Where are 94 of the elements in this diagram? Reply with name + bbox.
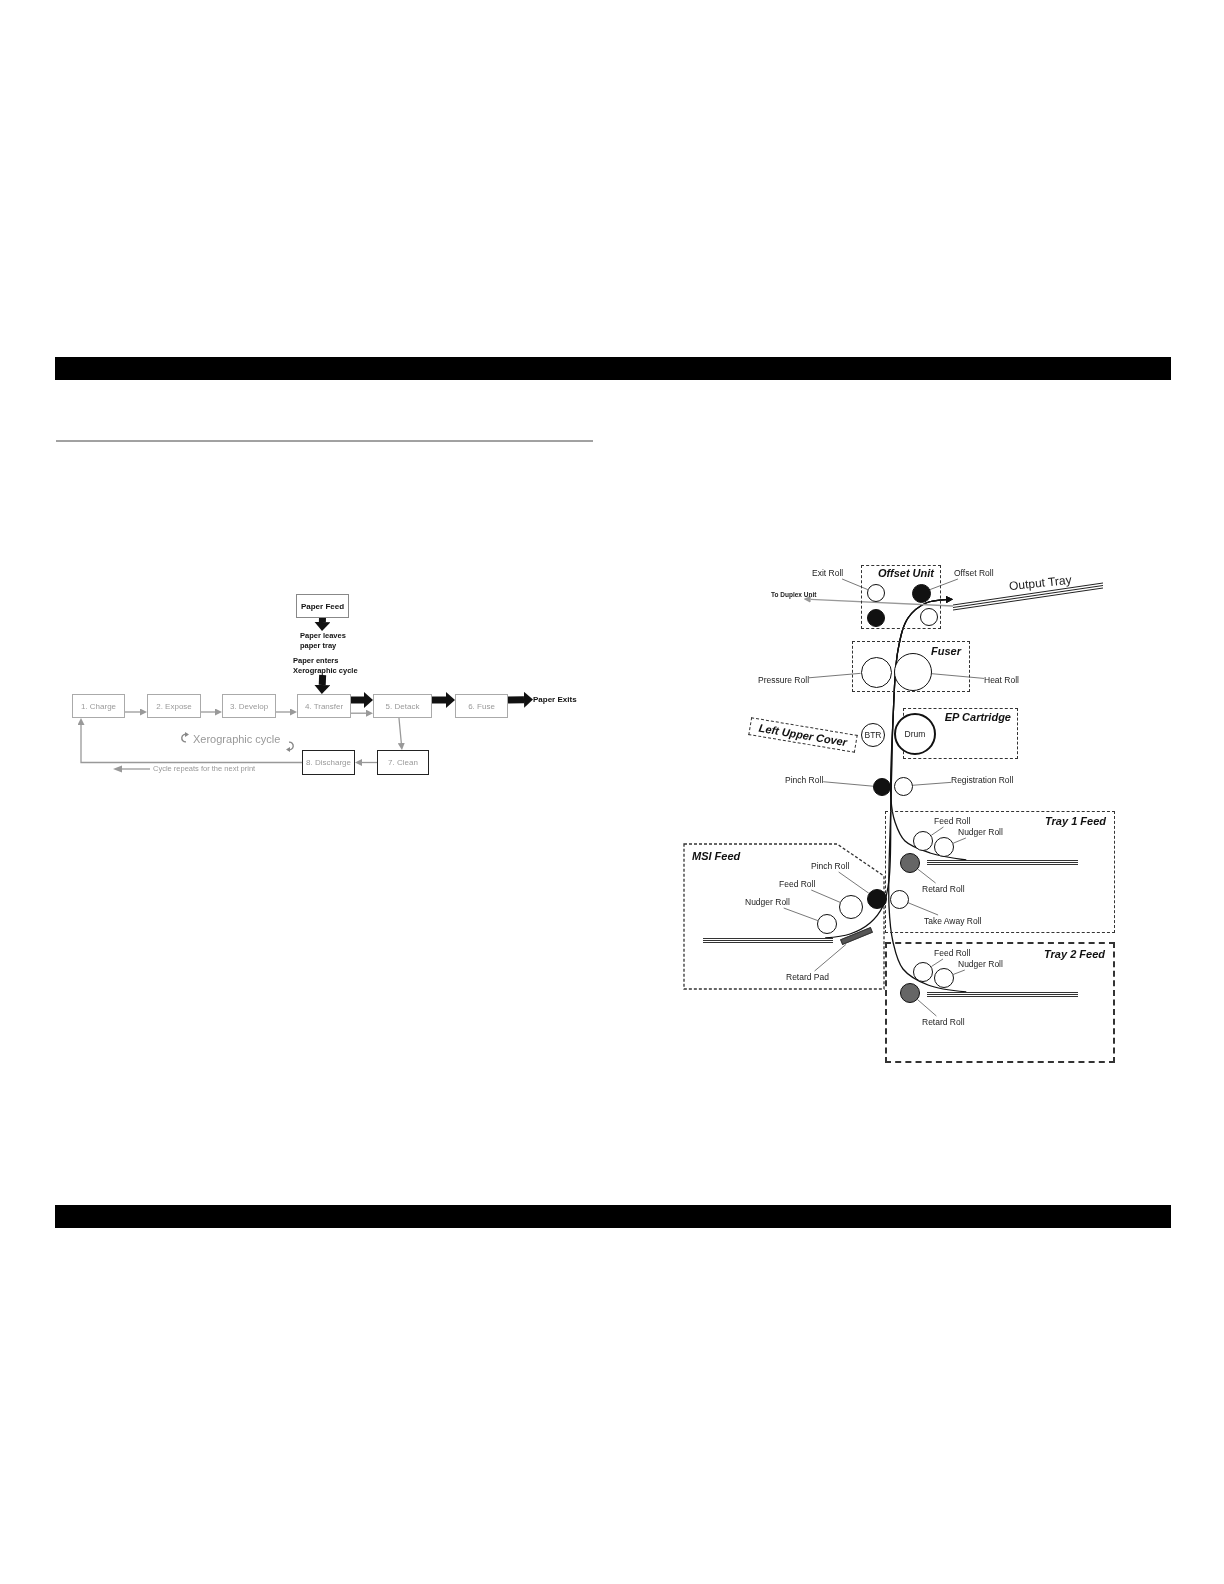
roller — [889, 889, 909, 909]
roller — [913, 962, 933, 982]
unit-outline — [683, 843, 885, 990]
part-label: Pinch Roll — [811, 860, 850, 872]
leader-line — [841, 578, 869, 590]
roller — [893, 776, 913, 796]
part-label: Pinch Roll — [785, 774, 824, 786]
unit-outline — [885, 942, 1115, 1063]
leader-line — [931, 673, 985, 679]
arrow — [200, 708, 222, 716]
roller — [867, 889, 887, 909]
cycle-title: Xerographic cycle — [193, 732, 281, 747]
part-label: Registration Roll — [951, 774, 1014, 786]
roller — [920, 608, 938, 626]
roller — [934, 968, 954, 988]
leader-line — [810, 889, 841, 903]
arrow — [275, 708, 297, 716]
block-arrow — [314, 674, 331, 694]
node-box — [927, 992, 1078, 997]
node-box — [927, 860, 1078, 865]
roller — [817, 914, 837, 934]
unit-title: Tray 1 Feed — [1045, 815, 1106, 827]
unit-title: Fuser — [931, 645, 961, 657]
part-label: Nudger Roll — [745, 896, 790, 908]
leader-line — [917, 999, 937, 1017]
unit-outline — [861, 565, 941, 629]
process-box: Paper Feed — [296, 594, 349, 618]
leader-line — [930, 826, 944, 836]
process-box: 4. Transfer — [297, 694, 351, 718]
leader-line — [814, 944, 847, 972]
arrow — [124, 708, 147, 716]
leader-line — [952, 837, 967, 844]
roller — [900, 853, 920, 873]
unit-title: MSI Feed — [692, 850, 741, 862]
roller — [911, 583, 931, 603]
process-box: 1. Charge — [72, 694, 125, 718]
roller — [839, 895, 863, 919]
unit-title: Tray 2 Feed — [1044, 948, 1105, 960]
arrow — [355, 759, 378, 766]
leader-line — [808, 672, 861, 679]
block-arrow — [351, 692, 373, 708]
block-arrow — [314, 617, 331, 631]
part-label: Feed Roll — [934, 815, 971, 827]
part-label: Heat Roll — [984, 674, 1019, 686]
block-arrow — [507, 691, 533, 708]
leader-line — [917, 868, 936, 884]
leader-line — [931, 958, 944, 967]
unit-outline — [885, 811, 1115, 933]
tray-label: Output Tray — [1008, 572, 1073, 594]
leader-line — [929, 578, 959, 591]
part-label: Feed Roll — [934, 947, 971, 959]
part-label: Feed Roll — [779, 878, 816, 890]
arrow — [803, 595, 954, 607]
part-label: Retard Roll — [922, 883, 965, 895]
part-label: Nudger Roll — [958, 958, 1003, 970]
part-label: Nudger Roll — [958, 826, 1003, 838]
roller — [867, 584, 885, 602]
process-box: 5. Detack — [373, 694, 432, 718]
roller — [900, 983, 920, 1003]
part-label: Retard Pad — [786, 971, 829, 983]
arrow — [350, 709, 373, 717]
roller — [934, 837, 954, 857]
roller — [873, 778, 891, 796]
process-box: 3. Develop — [222, 694, 276, 718]
arrow — [397, 717, 405, 750]
process-box: 2. Expose — [147, 694, 201, 718]
leader-line — [822, 781, 874, 787]
part-label: Take Away Roll — [924, 915, 982, 927]
leader-line — [952, 969, 966, 975]
roller — [913, 831, 933, 851]
part-label: Retard Roll — [922, 1016, 965, 1028]
part-label: Exit Roll — [812, 567, 844, 579]
leader-line — [783, 907, 818, 921]
roller: Drum — [894, 713, 936, 755]
part-label: Offset Roll — [954, 567, 994, 579]
part-label: Pressure Roll — [758, 674, 810, 686]
flow-note: Paper Exits — [533, 694, 577, 705]
paper-path-arrow — [888, 596, 967, 993]
node-box — [703, 938, 833, 943]
leader-line — [907, 902, 939, 916]
leader-line — [912, 781, 952, 786]
process-box: 6. Fuse — [455, 694, 508, 718]
process-box: 7. Clean — [377, 750, 429, 775]
arrow — [77, 718, 303, 764]
roller — [867, 609, 885, 627]
unit-title: Offset Unit — [877, 567, 934, 579]
unit-title: EP Cartridge — [944, 711, 1011, 723]
roller — [894, 653, 932, 691]
process-box: 8. Discharge — [302, 750, 355, 775]
roller: BTR — [861, 723, 885, 747]
roller — [860, 656, 892, 688]
block-arrow — [432, 692, 455, 708]
unit-outline — [852, 641, 970, 692]
leader-line — [838, 871, 870, 894]
